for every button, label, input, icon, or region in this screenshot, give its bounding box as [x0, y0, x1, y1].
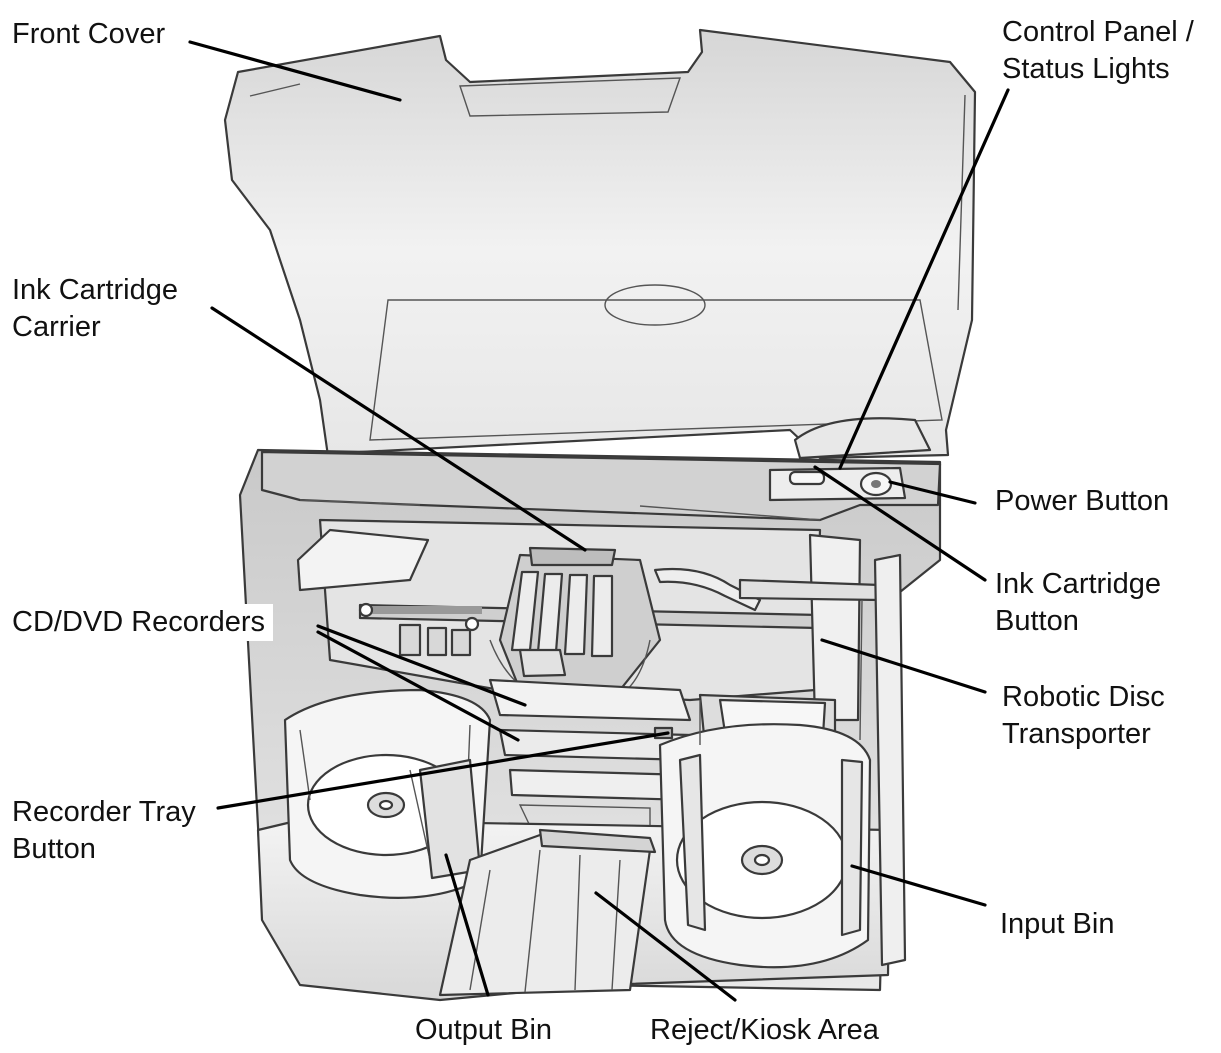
label-robotic: Robotic Disc Transporter: [1002, 679, 1165, 753]
leader-ink-carrier: [210, 306, 587, 552]
leader-front-cover: [188, 40, 402, 102]
front-cover-shape: [223, 28, 977, 472]
leader-control-panel: [838, 88, 1010, 470]
label-power-button: Power Button: [995, 483, 1169, 520]
label-ink-button-line1: Ink Cartridge: [995, 568, 1162, 600]
label-control-panel-line1: Control Panel /: [1002, 16, 1194, 48]
label-robotic-line1: Robotic Disc: [1002, 681, 1165, 713]
leader-tray-button: [216, 731, 670, 810]
label-tray-button: Recorder Tray Button: [12, 794, 196, 868]
label-ink-carrier: Ink Cartridge Carrier: [12, 272, 178, 346]
left-flap: [296, 528, 430, 592]
label-ink-button-line2: Button: [995, 605, 1079, 637]
label-tray-button-line1: Recorder Tray: [12, 796, 196, 828]
leader-recorders-2: [316, 630, 520, 742]
leader-input-bin: [850, 864, 987, 907]
label-ink-carrier-line2: Carrier: [12, 311, 101, 343]
label-reject-area: Reject/Kiosk Area: [650, 1012, 879, 1049]
label-recorders-text: CD/DVD Recorders: [12, 606, 265, 638]
leader-ink-button: [813, 465, 987, 582]
leader-robotic: [820, 638, 987, 694]
leader-recorders-1: [316, 624, 527, 707]
label-input-bin-text: Input Bin: [1000, 908, 1115, 940]
label-power-button-text: Power Button: [995, 485, 1170, 517]
cover-handle: [459, 77, 682, 117]
label-output-bin-text: Output Bin: [415, 1014, 553, 1046]
label-input-bin: Input Bin: [1000, 906, 1114, 943]
label-front-cover: Front Cover: [12, 16, 165, 53]
leader-reject-area: [594, 891, 737, 1002]
label-output-bin: Output Bin: [415, 1012, 552, 1049]
label-reject-area-text: Reject/Kiosk Area: [650, 1014, 879, 1046]
recorder-upper: [488, 678, 692, 722]
carriage-shaft: [362, 606, 482, 614]
label-ink-button: Ink Cartridge Button: [995, 566, 1161, 640]
label-front-cover-text: Front Cover: [12, 18, 166, 50]
cover-inner-panel: [369, 299, 943, 441]
cover-oval-recess: [604, 284, 706, 326]
label-control-panel: Control Panel / Status Lights: [1002, 14, 1194, 88]
leader-power-button: [888, 480, 977, 505]
leader-output-bin: [444, 853, 490, 997]
label-control-panel-line2: Status Lights: [1002, 53, 1170, 85]
ribbon-cable: [653, 567, 762, 612]
label-robotic-line2: Transporter: [1002, 718, 1151, 750]
ink-cartridge-button-shape: [788, 470, 826, 486]
control-panel-housing: [793, 417, 932, 460]
label-ink-carrier-line1: Ink Cartridge: [12, 274, 179, 306]
reject-kiosk-tray: [438, 833, 652, 997]
label-recorders: CD/DVD Recorders: [12, 604, 273, 641]
robotic-arm-tower: [808, 533, 862, 722]
label-tray-button-line2: Button: [12, 833, 96, 865]
